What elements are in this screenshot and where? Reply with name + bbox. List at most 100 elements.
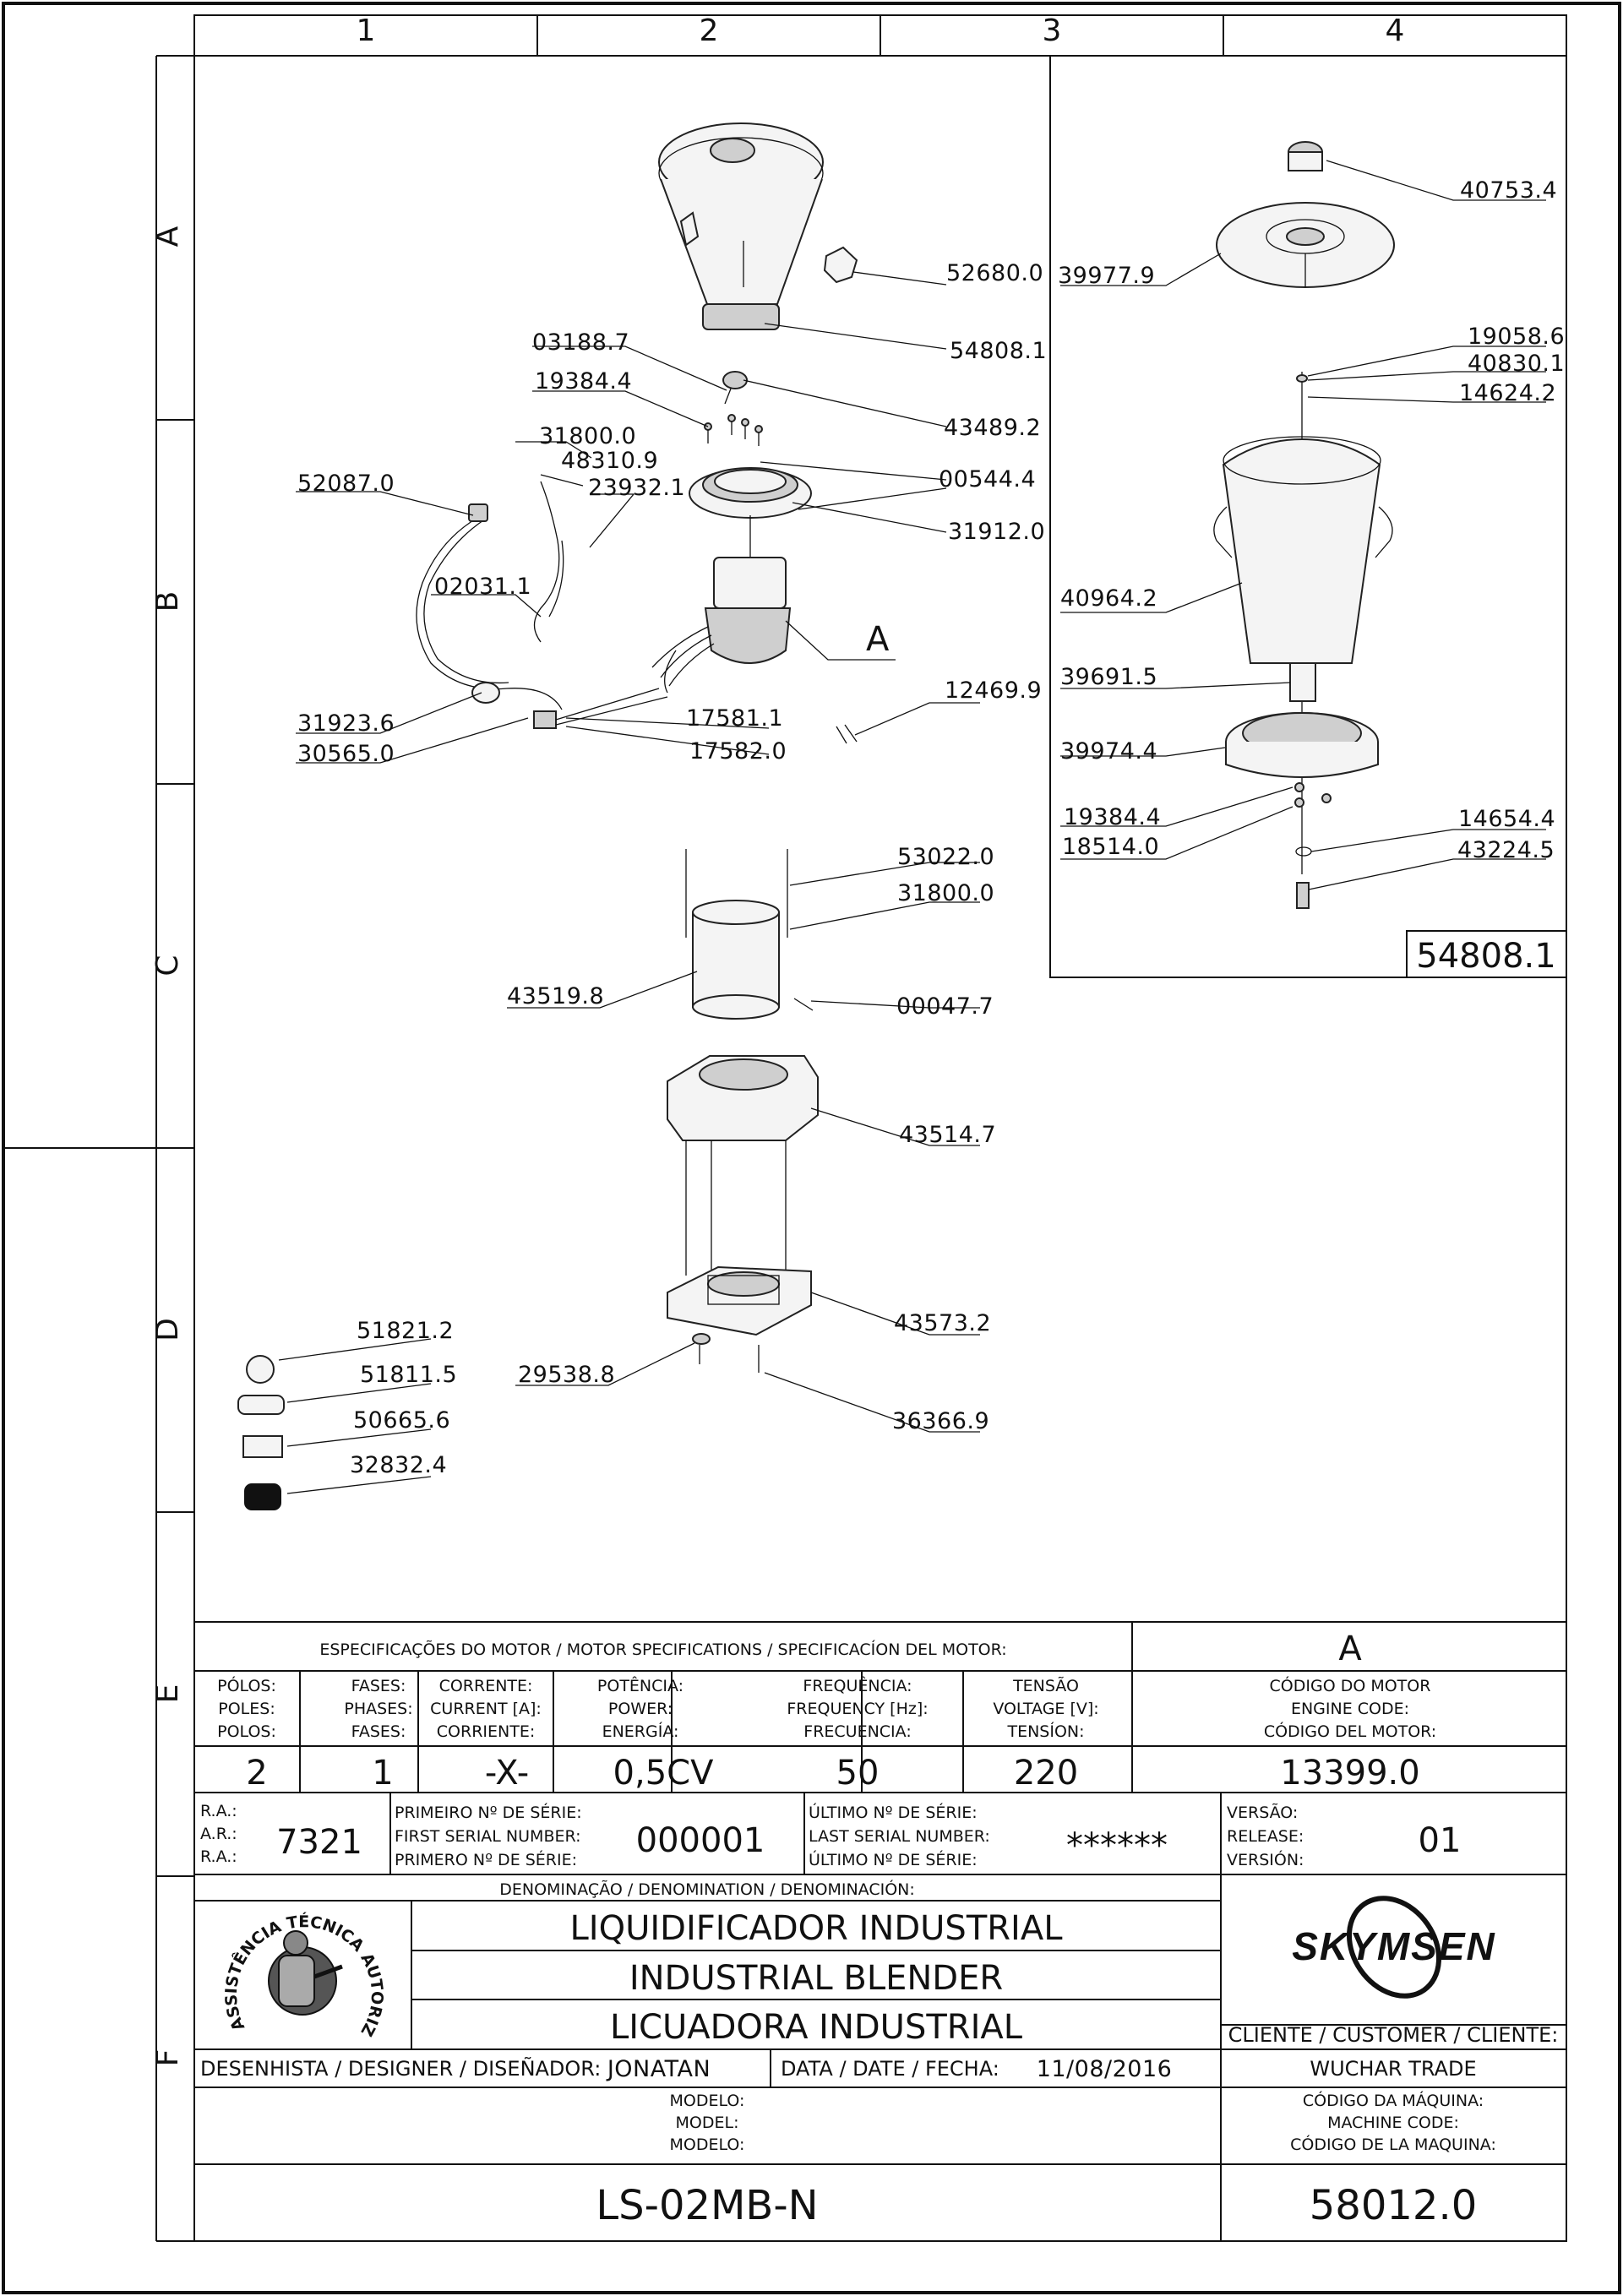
grid-row-f: F <box>150 2049 185 2067</box>
spec-head-phases-3: FASES: <box>351 1722 406 1741</box>
callout-40830: 40830.1 <box>1468 351 1565 377</box>
grid-row-labels: A B C D E F <box>150 226 185 2066</box>
callout-53022: 53022.0 <box>897 844 994 870</box>
detail-a-jar-illustration <box>1213 141 1395 909</box>
spec-head-voltage-3: TENSÍON: <box>1006 1722 1084 1741</box>
callout-39691: 39691.5 <box>1060 664 1157 690</box>
grid-row-a: A <box>150 226 185 247</box>
serial-row: R.A.: A.R.: R.A.: 7321 PRIMEIRO Nº DE SÉ… <box>200 1802 1461 1869</box>
callout-19384-a: 19384.4 <box>535 368 632 394</box>
base-assembly <box>667 849 819 1373</box>
spec-head-phases-2: PHASES: <box>344 1700 412 1718</box>
detail-a-code: 54808.1 <box>1416 937 1555 976</box>
spec-head-voltage-2: VOLTAGE [V]: <box>993 1700 1098 1718</box>
model-label-3: MODELO: <box>670 2135 745 2154</box>
date-label: DATA / DATE / FECHA: <box>781 2057 999 2081</box>
model-label-2: MODEL: <box>676 2114 739 2132</box>
callout-43573: 43573.2 <box>894 1310 991 1336</box>
version-value: 01 <box>1419 1821 1462 1860</box>
jar-seal-shape <box>823 246 858 284</box>
leader-lines-main <box>278 271 980 1494</box>
model-label-1: MODELO: <box>670 2092 745 2110</box>
machine-code-label-3: CÓDIGO DE LA MAQUINA: <box>1290 2134 1496 2154</box>
motor-variant: A <box>1338 1630 1362 1668</box>
callout-30565: 30565.0 <box>297 741 395 767</box>
grid-column-labels: 1 2 3 4 <box>357 14 1405 48</box>
callout-43224: 43224.5 <box>1457 837 1555 863</box>
callout-19384-b: 19384.4 <box>1064 804 1161 830</box>
coupling-and-screws <box>704 371 763 446</box>
callout-12469: 12469.9 <box>945 677 1042 704</box>
spec-head-engine-code-3: CÓDIGO DEL MOTOR: <box>1264 1721 1436 1741</box>
callout-00047: 00047.7 <box>896 993 994 1020</box>
ra-value: 7321 <box>276 1823 362 1862</box>
first-serial-label-2: FIRST SERIAL NUMBER: <box>395 1827 581 1846</box>
date-value: 11/08/2016 <box>1037 2056 1173 2082</box>
callout-17582: 17582.0 <box>689 738 787 764</box>
customer-label: CLIENTE / CUSTOMER / CLIENTE: <box>1228 2023 1559 2047</box>
spec-head-phases-1: FASES: <box>351 1677 406 1695</box>
callout-32832: 32832.4 <box>350 1452 447 1478</box>
callout-03188: 03188.7 <box>532 329 629 356</box>
version-label-2: RELEASE: <box>1227 1827 1304 1846</box>
callout-14624: 14624.2 <box>1459 380 1556 406</box>
spec-head-poles-2: POLES: <box>218 1700 275 1718</box>
callout-52680: 52680.0 <box>946 260 1043 286</box>
callout-00544: 00544.4 <box>939 466 1036 492</box>
callout-50665: 50665.6 <box>353 1407 450 1434</box>
spec-value-power: 0,5CV <box>613 1754 715 1793</box>
last-serial-value: ****** <box>1066 1826 1168 1865</box>
brand-name: SKYMSEN <box>1292 1924 1495 1968</box>
callout-17581: 17581.1 <box>686 705 783 732</box>
callout-31923: 31923.6 <box>297 710 395 737</box>
denomination-pt: LIQUIDIFICADOR INDUSTRIAL <box>570 1909 1064 1948</box>
motor-illustration <box>651 515 792 694</box>
grid-row-e: E <box>150 1684 185 1704</box>
callout-40753: 40753.4 <box>1460 177 1557 204</box>
callout-43489: 43489.2 <box>944 415 1041 441</box>
callout-36366: 36366.9 <box>892 1408 989 1434</box>
spec-value-current: -X- <box>485 1754 529 1793</box>
spec-head-frequency-3: FRECUENCIA: <box>803 1722 911 1741</box>
grid-col-2: 2 <box>700 14 719 48</box>
wiring-harness <box>416 481 858 744</box>
machine-code-label-2: MACHINE CODE: <box>1327 2114 1459 2132</box>
callout-18514: 18514.0 <box>1062 834 1159 860</box>
denomination-en: INDUSTRIAL BLENDER <box>629 1959 1003 1998</box>
callout-23932: 23932.1 <box>588 475 685 501</box>
callout-02031: 02031.1 <box>434 574 531 600</box>
callout-detail-a: A <box>866 620 890 659</box>
blender-jar-illustration <box>658 122 858 330</box>
spec-head-current-2: CURRENT [A]: <box>430 1700 542 1718</box>
model-value: LS-02MB-N <box>596 2182 818 2229</box>
spec-head-voltage-1: TENSÃO <box>1012 1676 1079 1695</box>
denomination-label: DENOMINAÇÃO / DENOMINATION / DENOMINACIÓ… <box>499 1879 915 1899</box>
callout-19058: 19058.6 <box>1468 324 1565 350</box>
spec-head-poles-3: POLOS: <box>217 1722 276 1741</box>
motor-specs-title: ESPECIFICAÇÕES DO MOTOR / MOTOR SPECIFIC… <box>319 1640 1006 1659</box>
authorized-service-stamp: ASSISTÊNCIA TÉCNICA AUTORIZADA <box>0 0 386 2039</box>
first-serial-label-3: PRIMERO Nº DE SÉRIE: <box>395 1850 577 1869</box>
first-serial-value: 000001 <box>636 1821 765 1860</box>
spec-head-power-1: POTÊNCIA: <box>597 1676 684 1695</box>
detail-a-panel: 54808.1 <box>1049 56 1567 978</box>
stamp-text: ASSISTÊNCIA TÉCNICA AUTORIZADA <box>0 0 386 2039</box>
callout-39974: 39974.4 <box>1060 738 1157 764</box>
version-label-3: VERSIÓN: <box>1227 1849 1304 1869</box>
spec-value-poles: 2 <box>246 1754 267 1793</box>
ra-label-1: R.A.: <box>200 1802 237 1820</box>
exploded-view-main: 52680.0 54808.1 03188.7 19384.4 43489.2 … <box>237 122 1047 1510</box>
first-serial-label-1: PRIMEIRO Nº DE SÉRIE: <box>395 1803 582 1822</box>
callout-31800-b: 31800.0 <box>897 880 994 906</box>
grid-row-b: B <box>150 591 185 612</box>
leader-lines-detail <box>1060 160 1546 890</box>
spec-head-frequency-1: FREQUÊNCIA: <box>803 1676 912 1695</box>
spec-head-poles-1: PÓLOS: <box>217 1675 276 1695</box>
spec-head-engine-code-1: CÓDIGO DO MOTOR <box>1270 1675 1431 1695</box>
callout-54808: 54808.1 <box>950 338 1047 364</box>
motor-spec-values: 2 1 -X- 0,5CV 50 220 13399.0 <box>246 1754 1419 1793</box>
callout-52087: 52087.0 <box>297 471 395 497</box>
motor-support-plate <box>689 467 812 519</box>
